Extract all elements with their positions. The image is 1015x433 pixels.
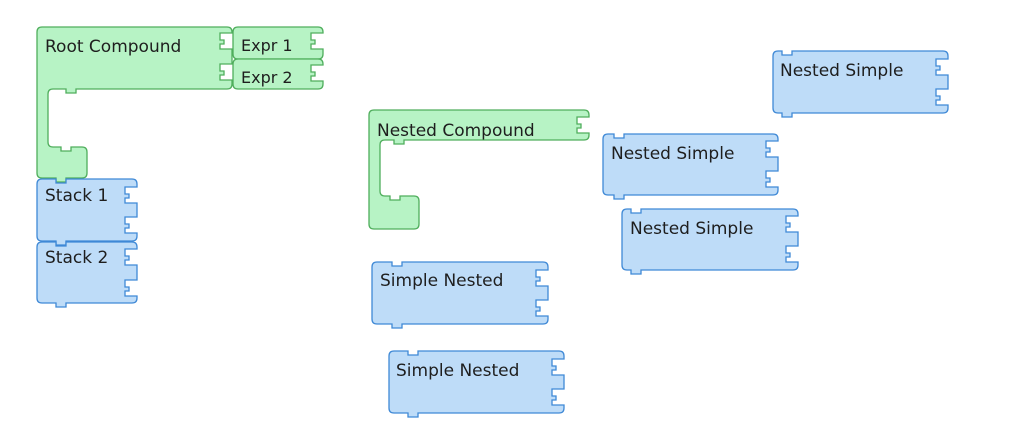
expr1-label: Expr 1 <box>241 36 293 55</box>
nested-simple-block-low[interactable]: Nested Simple <box>621 208 799 275</box>
simple-nested-2-label: Simple Nested <box>396 361 519 381</box>
nested-simple-top-label: Nested Simple <box>780 61 903 81</box>
stack2-block[interactable]: Stack 2 <box>36 241 138 308</box>
root-compound-body <box>36 26 233 183</box>
expr2-label: Expr 2 <box>241 68 293 87</box>
simple-nested-2-body <box>388 350 565 418</box>
nested-simple-mid-body <box>602 133 779 200</box>
stack1-body <box>36 178 138 246</box>
nested-simple-mid-label: Nested Simple <box>611 144 734 164</box>
nested-compound-label: Nested Compound <box>377 121 535 141</box>
nested-compound-block[interactable]: Nested Compound <box>368 109 590 230</box>
simple-nested-1-body <box>371 261 549 329</box>
simple-nested-block-2[interactable]: Simple Nested <box>388 350 565 418</box>
stack2-body <box>36 241 138 308</box>
expr1-block[interactable]: Expr 1 <box>232 26 324 60</box>
stack1-label: Stack 1 <box>45 186 108 206</box>
expr2-body <box>232 58 324 90</box>
expr2-block[interactable]: Expr 2 <box>232 58 324 90</box>
nested-compound-body <box>368 109 590 230</box>
simple-nested-1-label: Simple Nested <box>380 271 503 291</box>
nested-simple-top-body <box>772 50 949 118</box>
nested-simple-block-top[interactable]: Nested Simple <box>772 50 949 118</box>
nested-simple-block-mid[interactable]: Nested Simple <box>602 133 779 200</box>
nested-simple-low-label: Nested Simple <box>630 219 753 239</box>
root-compound-label: Root Compound <box>45 37 181 57</box>
root-compound-block[interactable]: Root Compound <box>36 26 233 183</box>
nested-simple-low-body <box>621 208 799 275</box>
stack2-label: Stack 2 <box>45 248 108 268</box>
simple-nested-block-1[interactable]: Simple Nested <box>371 261 549 329</box>
expr1-body <box>232 26 324 60</box>
stack1-block[interactable]: Stack 1 <box>36 178 138 246</box>
